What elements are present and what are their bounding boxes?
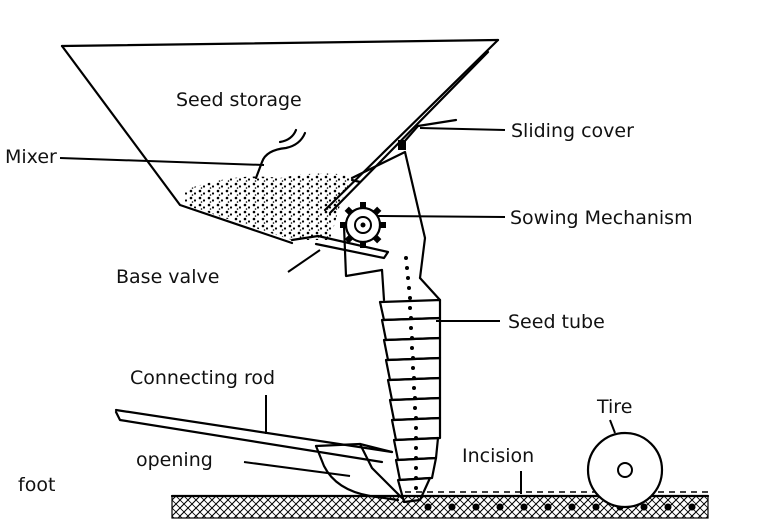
label-incision: Incision: [462, 445, 534, 467]
label-sowing-mechanism: Sowing Mechanism: [510, 207, 693, 229]
label-sliding-cover: Sliding cover: [511, 120, 634, 142]
labels: Seed storage Mixer Sliding cover Sowing …: [5, 89, 693, 496]
label-connecting-rod: Connecting rod: [130, 367, 275, 389]
sowing-gear: [340, 202, 386, 248]
tire: [588, 433, 662, 507]
label-tire: Tire: [596, 396, 632, 418]
label-seed-tube: Seed tube: [508, 311, 605, 333]
label-seed-storage: Seed storage: [176, 89, 302, 111]
label-opening: opening: [136, 449, 213, 471]
mixer: [256, 130, 305, 178]
seed-stream: [404, 256, 418, 490]
label-mixer: Mixer: [5, 146, 57, 168]
label-foot: foot: [18, 474, 55, 496]
label-base-valve: Base valve: [116, 266, 219, 288]
seed-tube: [380, 270, 440, 502]
